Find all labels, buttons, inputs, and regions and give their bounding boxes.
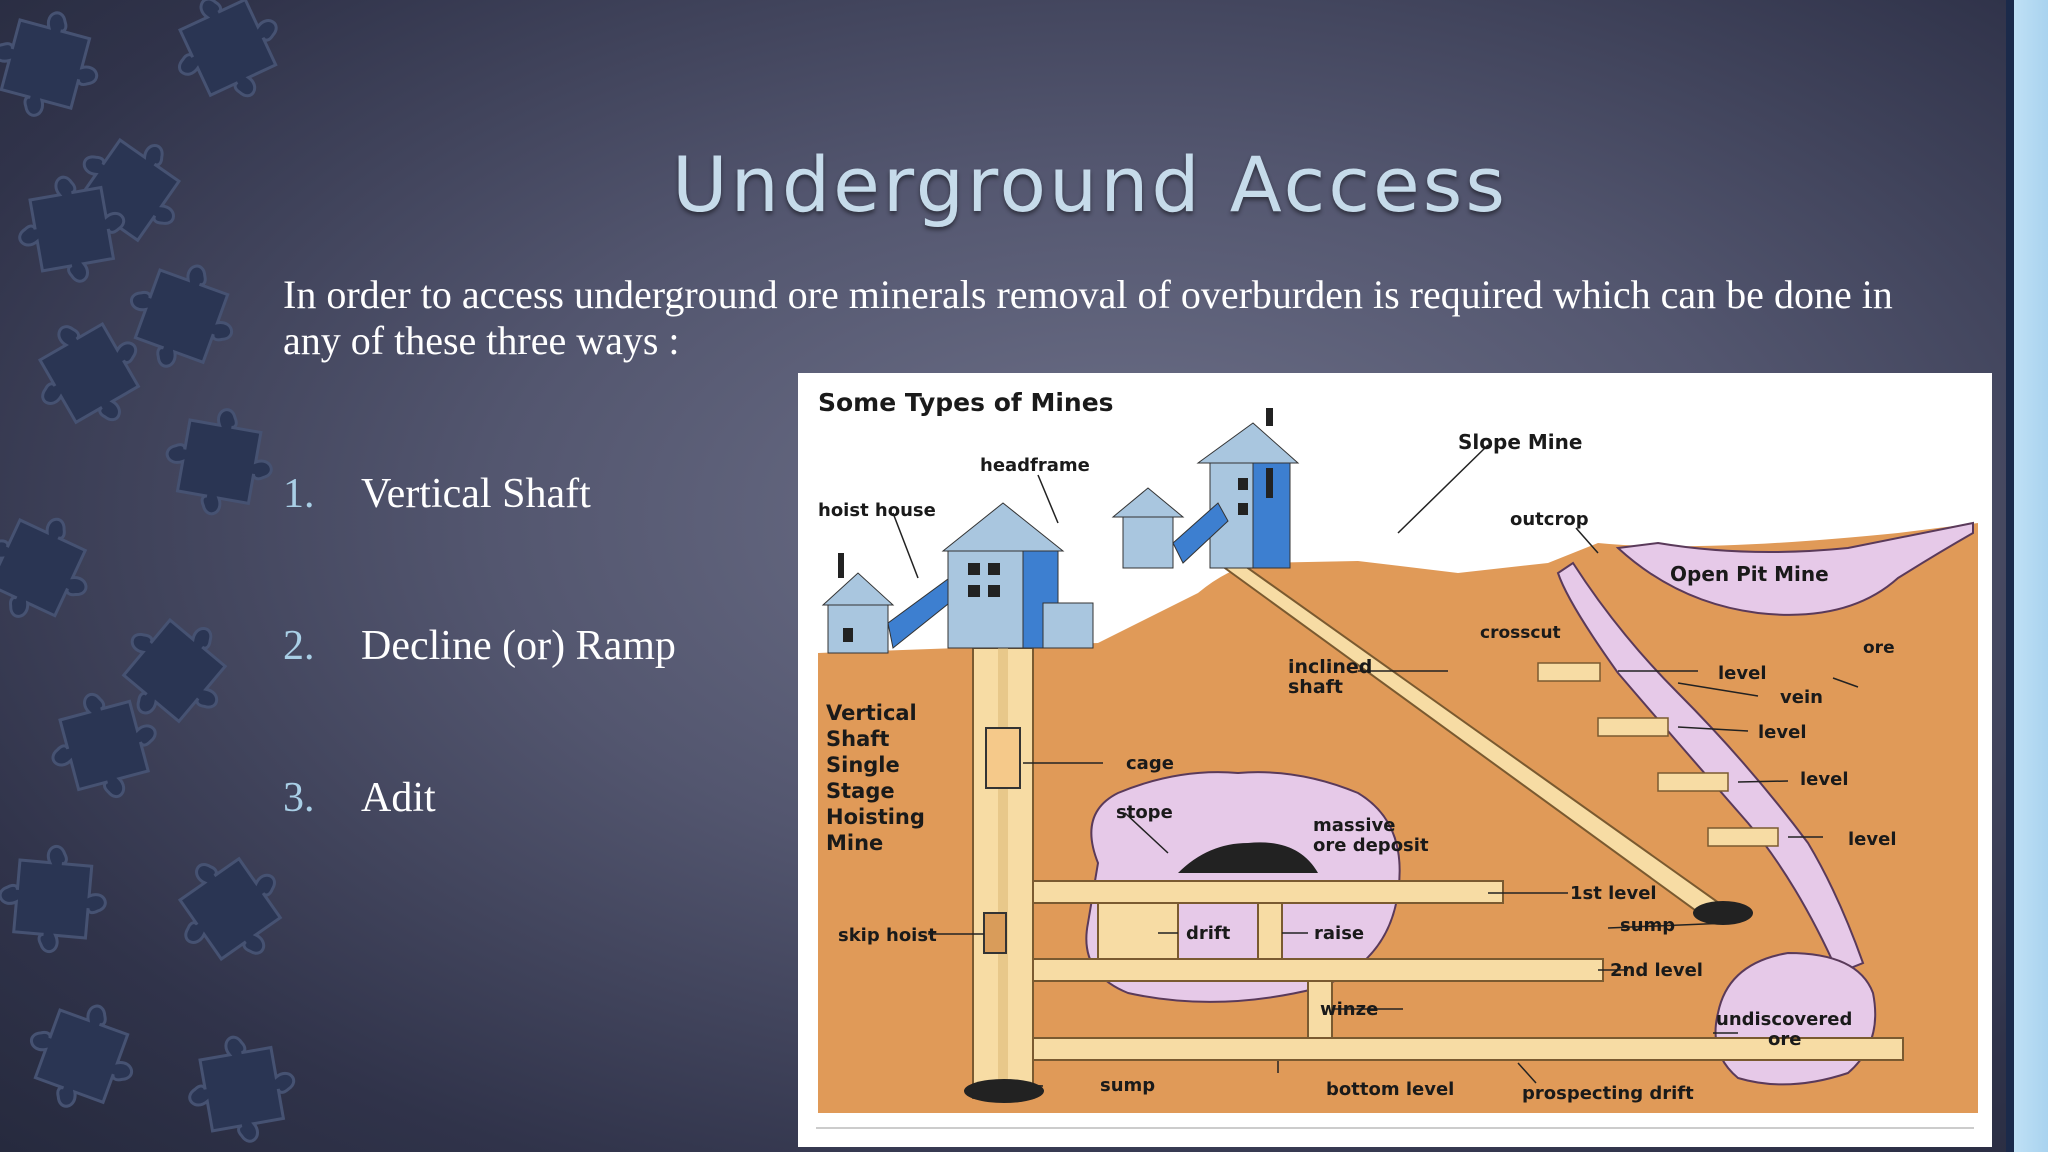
outcrop-label: outcrop — [1510, 509, 1589, 530]
stope-label: stope — [1116, 802, 1173, 823]
level-label: level — [1718, 663, 1767, 684]
cage — [985, 727, 1021, 789]
drift — [1097, 902, 1179, 960]
mine-types-diagram: Some Types of Mines headframe hoist hous… — [798, 373, 1992, 1147]
incline-sump-label: sump — [1620, 915, 1675, 936]
open-pit — [1615, 521, 1974, 616]
headframe-label: headframe — [980, 455, 1090, 476]
incline-level — [1707, 827, 1779, 847]
list-item-adit: 3. Adit — [283, 774, 436, 822]
diagram-title: Some Types of Mines — [818, 388, 1114, 417]
list-number: 1. — [283, 471, 315, 517]
list-label: Decline (or) Ramp — [361, 623, 676, 669]
second-level-label: 2nd level — [1610, 960, 1703, 981]
winze — [1307, 980, 1333, 1039]
crosscut-label: crosscut — [1480, 623, 1561, 643]
level-label: level — [1800, 769, 1849, 790]
incline-sump — [1693, 901, 1753, 925]
massive-ore-label: ore deposit — [1313, 835, 1429, 856]
vertical-shaft-label: Single — [826, 753, 900, 777]
stope-ore — [1178, 842, 1318, 873]
second-level-tunnel — [1032, 958, 1604, 982]
open-pit-mine-label: Open Pit Mine — [1670, 562, 1829, 586]
slope-mine-buildings — [1111, 408, 1300, 569]
drift-label: drift — [1186, 923, 1231, 944]
bottom-level-label: bottom level — [1326, 1079, 1454, 1100]
incline-level — [1537, 662, 1601, 682]
vertical-shaft-label: Shaft — [826, 727, 889, 751]
vein-label: vein — [1780, 687, 1823, 708]
slope-mine-label: Slope Mine — [1458, 430, 1582, 454]
intro-text: In order to access underground ore miner… — [283, 272, 1893, 363]
list-label: Vertical Shaft — [361, 471, 591, 517]
right-edge-strip — [2006, 0, 2048, 1152]
incline-level — [1657, 772, 1729, 792]
leader-lines — [892, 444, 1859, 1087]
hoist-house — [821, 553, 895, 654]
list-label: Adit — [361, 775, 436, 821]
raise — [1257, 902, 1283, 960]
bottom-sump-label: sump — [1100, 1075, 1155, 1096]
prospecting-drift-label: prospecting drift — [1522, 1083, 1694, 1104]
undiscovered-ore-label: undiscovered — [1716, 1009, 1852, 1030]
level-label: level — [1848, 829, 1897, 850]
bottom-level-tunnel — [1032, 1037, 1904, 1061]
ore-label: ore — [1863, 638, 1895, 658]
skip-hoist — [983, 912, 1007, 954]
cage-label: cage — [1126, 753, 1174, 774]
vertical-shaft-label: Vertical — [826, 701, 917, 725]
skip-hoist-label: skip hoist — [838, 925, 937, 946]
inclined-shaft-label: inclined — [1288, 656, 1372, 678]
list-item-decline-ramp: 2. Decline (or) Ramp — [283, 622, 676, 670]
inclined-shaft-label: shaft — [1288, 676, 1343, 698]
shaft-sump — [964, 1079, 1044, 1103]
slide-title: Underground Access — [672, 140, 1508, 229]
vertical-shaft-label: Hoisting — [826, 805, 925, 829]
incline-level — [1597, 717, 1669, 737]
undiscovered-ore-label: ore — [1768, 1029, 1801, 1050]
list-number: 2. — [283, 623, 315, 669]
list-item-vertical-shaft: 1. Vertical Shaft — [283, 470, 591, 518]
hoist-house-label: hoist house — [818, 500, 936, 521]
massive-ore-label: massive — [1313, 815, 1395, 836]
raise-label: raise — [1314, 923, 1364, 944]
vertical-shaft-label: Mine — [826, 831, 883, 855]
first-level-tunnel — [1032, 880, 1504, 904]
first-level-label: 1st level — [1570, 883, 1657, 904]
vertical-shaft-label: Stage — [826, 779, 895, 803]
level-label: level — [1758, 722, 1807, 743]
puzzle-pattern — [0, 0, 306, 1152]
winze-label: winze — [1320, 999, 1378, 1020]
list-number: 3. — [283, 775, 315, 821]
headframe — [941, 502, 1094, 649]
